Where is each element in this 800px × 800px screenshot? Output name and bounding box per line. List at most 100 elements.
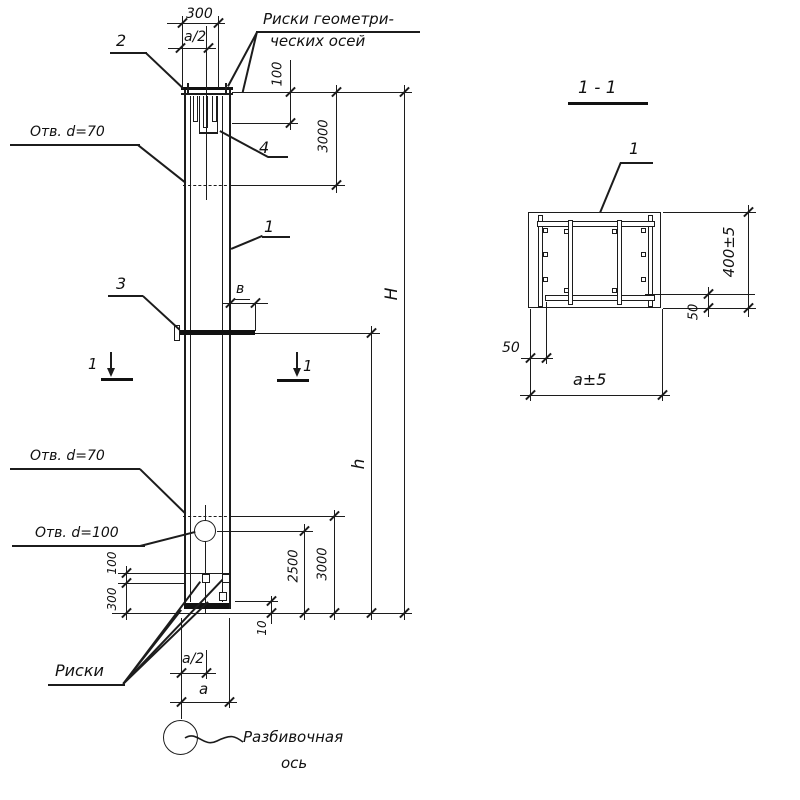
ext-line xyxy=(232,123,298,124)
dim-a-bot-label: a xyxy=(199,680,209,698)
note-axes-underline xyxy=(256,31,420,33)
dim-b-underline xyxy=(233,299,250,300)
bolt xyxy=(612,288,617,293)
mark-3-label: 3 xyxy=(116,274,127,293)
mark-3-underline xyxy=(108,295,143,297)
ext-line-b xyxy=(255,303,256,331)
console-bar xyxy=(178,330,255,335)
note-axes-line1: Риски геометри- xyxy=(263,10,394,28)
hole-mid-label: Отв. d=70 xyxy=(30,448,105,464)
riska-mark-left xyxy=(202,574,210,583)
mark-2-underline xyxy=(110,52,147,54)
dim-a5-label: a±5 xyxy=(573,370,607,389)
mark-1-section-label: 1 xyxy=(629,139,640,158)
dim-line-H xyxy=(404,85,405,620)
ext-line xyxy=(218,16,219,88)
bolt xyxy=(564,288,569,293)
cap-pocket-left xyxy=(199,96,200,133)
hole-bottom-label: Отв. d=100 xyxy=(35,525,119,541)
ext-line xyxy=(217,531,313,532)
datum-line-bottom xyxy=(112,613,412,614)
dim-100-top-label: 100 xyxy=(270,61,286,87)
dim-b-label: в xyxy=(236,281,245,297)
mark-1-elev-underline xyxy=(262,236,290,238)
leader xyxy=(122,581,201,685)
section-right-rail xyxy=(648,215,653,307)
dim-line-400 xyxy=(748,205,749,317)
dim-H-label: H xyxy=(382,287,402,301)
column-bottom-plate xyxy=(184,603,229,609)
cut-mark-left-stem xyxy=(110,352,112,372)
section-top-rail xyxy=(537,221,655,227)
ext-line xyxy=(118,583,184,584)
dim-line-a2 xyxy=(168,48,216,49)
ext-line xyxy=(662,309,663,401)
ext-line xyxy=(645,294,755,295)
leader xyxy=(137,144,187,184)
hole-d100-circle xyxy=(194,520,216,542)
riski-underline xyxy=(48,684,125,686)
dim-3000-bot-label: 3000 xyxy=(315,547,331,581)
center-axis-bottom xyxy=(205,505,206,613)
leader xyxy=(227,32,258,87)
section-title: 1 - 1 xyxy=(578,78,617,98)
ext-line xyxy=(232,516,345,517)
cap-pocket-bottom xyxy=(199,132,218,134)
column-top-plate xyxy=(181,87,233,90)
dim-3000-top-label: 3000 xyxy=(316,119,332,153)
bolt xyxy=(543,228,548,233)
mark-1-section-underline xyxy=(620,162,653,164)
ext-line xyxy=(182,16,183,88)
dim-line-100-top xyxy=(290,60,291,130)
bolt xyxy=(543,252,548,257)
bolt xyxy=(641,228,646,233)
ext-line xyxy=(181,618,182,719)
dim-line-a2-bot xyxy=(170,673,216,674)
section-outer-rect xyxy=(528,212,661,308)
cut-arrow-right xyxy=(293,368,301,377)
dim-line-a-bot xyxy=(170,702,237,703)
center-axis-top xyxy=(206,26,207,200)
dim-line-2500 xyxy=(304,524,305,620)
ext-line xyxy=(232,92,412,93)
dim-300-label: 300 xyxy=(186,6,213,22)
leader xyxy=(145,52,185,90)
hole-mid-underline xyxy=(10,468,140,470)
cut-mark-right-bar xyxy=(277,379,309,382)
axis-mark-tick-right xyxy=(225,83,227,93)
ext-line xyxy=(255,333,380,334)
layout-axis-bubble xyxy=(163,720,198,755)
cut-arrow-left xyxy=(107,368,115,377)
dim-line-50-right xyxy=(708,287,709,317)
cut-mark-left-bar xyxy=(101,378,133,381)
dim-400-label: 400±5 xyxy=(720,226,738,278)
section-divider-2 xyxy=(617,220,622,305)
riska-mark-right xyxy=(222,574,230,583)
mark-4-underline xyxy=(268,156,288,158)
cap-slot-3 xyxy=(212,96,217,122)
dim-a2-bot-label: a/2 xyxy=(182,651,205,667)
section-bottom-rail xyxy=(545,295,655,301)
mark-4-label: 4 xyxy=(259,138,270,157)
cut-label-right: 1 xyxy=(303,357,313,375)
bolt xyxy=(612,229,617,234)
section-divider-1 xyxy=(568,220,573,305)
dim-line-b xyxy=(222,303,268,304)
dim-50-left-label: 50 xyxy=(502,340,520,356)
dim-line-3000-bot xyxy=(334,510,335,620)
leader xyxy=(139,468,187,515)
dim-300-left-label: 300 xyxy=(105,587,119,611)
hole-d70-bottom-line xyxy=(183,516,232,517)
dim-line-3000-top xyxy=(336,85,337,193)
dim-h-label: h xyxy=(349,458,369,470)
ext-line xyxy=(118,573,230,574)
dim-line-a5 xyxy=(520,395,670,396)
mark-1-elev-label: 1 xyxy=(264,217,275,236)
mark-2-label: 2 xyxy=(116,31,127,50)
cap-pocket-right xyxy=(217,96,218,133)
hole-top-underline xyxy=(10,144,140,146)
axis-mark-tick-left xyxy=(187,83,189,93)
dim-a2-top-label: a/2 xyxy=(184,29,207,45)
riska-mark-corner xyxy=(219,592,227,601)
